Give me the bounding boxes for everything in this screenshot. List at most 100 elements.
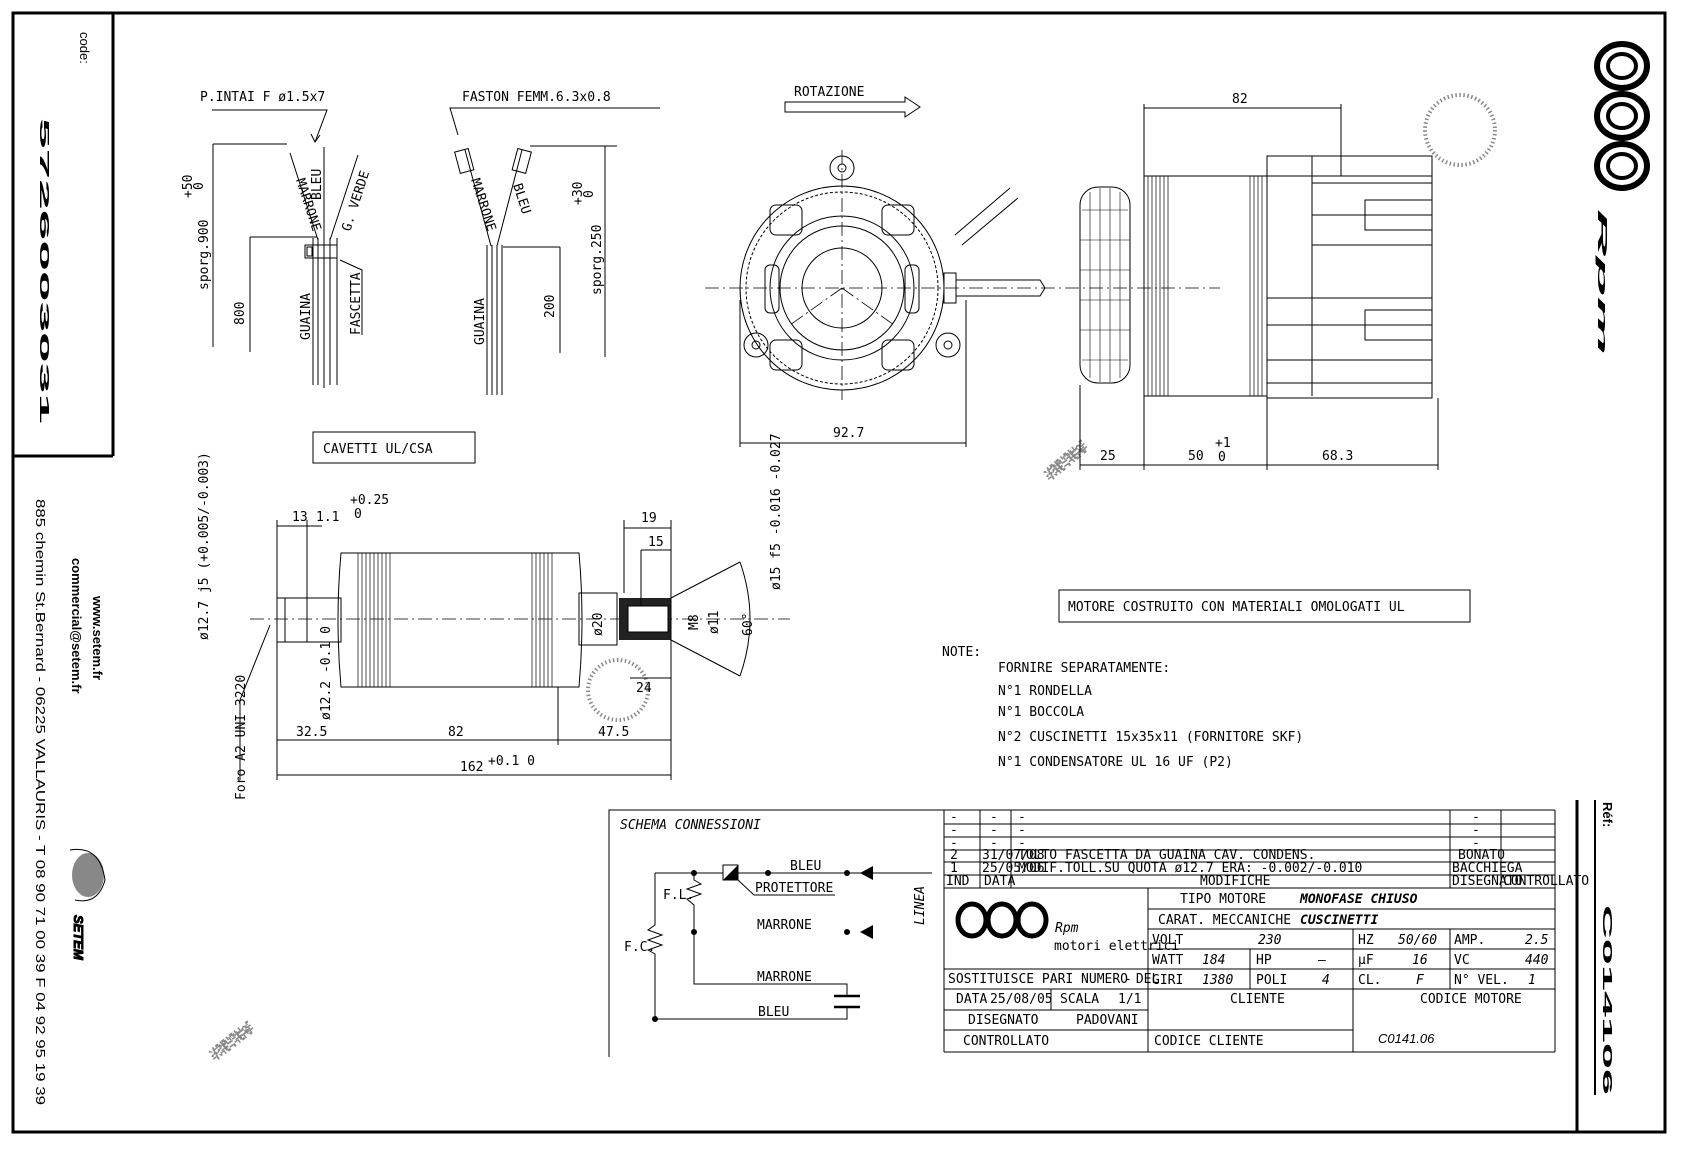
motor-front-view: ROTAZIONE 92.7 — [705, 85, 1220, 447]
rpm-brand: Rpm — [1595, 209, 1610, 357]
rev-ind: 2 — [950, 848, 958, 863]
rev-date: - — [990, 810, 998, 825]
schema-label-linea: LINEA — [913, 886, 928, 925]
terminal-spec-right: FASTON FEMM.6.3x0.8 — [462, 90, 611, 105]
rpm-coils-icon — [955, 901, 1049, 939]
mech-value: CUSCINETTI — [1300, 913, 1378, 928]
sheet-frame — [11, 11, 1667, 1134]
uf-value: 16 — [1412, 953, 1428, 968]
stator-length-dim: 50 — [1188, 449, 1204, 464]
cable-assembly-left: P.INTAI F ø1.5x7 MARRONE BLEU G. VERDE G… — [181, 90, 373, 388]
dim-15: 15 — [648, 535, 664, 550]
dim-82: 82 — [448, 725, 464, 740]
hz-value: 50/60 — [1398, 933, 1437, 948]
wire-label-bleu: BLEU — [310, 169, 325, 200]
rev-desc: - — [1018, 836, 1026, 851]
spec-label: CARAT. MECCANICHE — [1158, 913, 1291, 928]
motor-code-label: CODICE MOTORE — [1420, 992, 1522, 1007]
motor-side-view: 82 25 50 +1 0 68.3 — [1079, 92, 1439, 470]
rev-desc: - — [1018, 810, 1026, 825]
email-link[interactable]: commercial@setem.fr — [69, 558, 84, 694]
drawn-label: DISEGNATO — [968, 1013, 1039, 1028]
rotation-arrow-icon — [784, 96, 921, 118]
reference-label: Réf: C014106 — [1594, 800, 1615, 1095]
scale-value: 1/1 — [1118, 992, 1141, 1007]
setem-bird-logo-icon — [69, 848, 106, 902]
note-item: N°1 RONDELLA — [998, 684, 1092, 699]
col-head-date: DATA — [984, 874, 1015, 889]
ref-code: C014106 — [1600, 905, 1615, 1095]
scale-label: SCALA — [1060, 992, 1099, 1007]
rpm-coils-icon — [1594, 41, 1650, 191]
tolerance-left-plus: +50 — [181, 175, 196, 198]
spec-label: AMP. — [1454, 933, 1485, 948]
shaft-diameter-11: ø11 — [707, 611, 722, 634]
rev-ind: - — [950, 823, 958, 838]
rpm-logo-subtitle: motori elettrici — [1054, 939, 1179, 954]
drawing-info: SOSTITUISCE PARI NUMERO DEL - DATA 25/08… — [948, 972, 1522, 1049]
dim-13: 13 — [292, 510, 308, 525]
spec-label: CL. — [1358, 973, 1381, 988]
note-item: N°2 CUSCINETTI 15x35x11 (FORNITORE SKF) — [998, 730, 1303, 745]
length-left: 800 — [233, 302, 248, 325]
rear-length-dim: 68.3 — [1322, 449, 1353, 464]
rpm-logo-text: Rpm — [1055, 921, 1079, 936]
revision-rows: - - - - - - - - - - - - 2 31/07/08 TOLTO… — [946, 810, 1589, 889]
dim-162: 162 — [460, 760, 483, 775]
spec-label: HZ — [1358, 933, 1374, 948]
svg-text:SETEM: SETEM — [208, 1021, 256, 1063]
stator-tolerance-zero: 0 — [1218, 450, 1226, 465]
ul-notice-box: MOTORE COSTRUITO CON MATERIALI OMOLOGATI… — [1058, 589, 1471, 623]
col-head-drawn: DISEGNATO — [1452, 874, 1523, 889]
cap-length-dim: 25 — [1100, 449, 1116, 464]
title-block: - - - - - - - - - - - - 2 31/07/08 TOLTO… — [943, 809, 1589, 1053]
col-head-checked: CONTROLLATO — [1503, 874, 1589, 889]
spec-label: POLI — [1256, 973, 1287, 988]
thread-spec: M8 — [687, 614, 702, 630]
tolerance-025: +0.25 — [350, 493, 389, 508]
schema-label-marrone-capacitor: MARRONE — [757, 970, 812, 985]
watt-value: 184 — [1202, 953, 1225, 968]
rpm-value: 1380 — [1202, 973, 1233, 988]
volt-value: 230 — [1258, 933, 1282, 948]
dim-24: 24 — [636, 681, 652, 696]
center-hole-spec: Foro A2 UNI 3220 — [234, 675, 249, 800]
wire-label-bleu-right: BLEU — [509, 182, 533, 216]
schema-label-protector: PROTETTORE — [755, 881, 833, 896]
ref-label: Réf: — [1600, 802, 1615, 827]
wire-label-marrone-right: MARRONE — [467, 177, 498, 234]
schema-title: SCHEMA CONNESSIONI — [620, 818, 761, 833]
shaft-diameter-left: ø12.7 j5 (+0.005/-0.003) — [197, 452, 212, 640]
website-link[interactable]: www.setem.fr — [90, 595, 105, 680]
spec-label: GIRI — [1152, 973, 1183, 988]
code-label: code: — [77, 32, 92, 64]
svg-text:SETEM: SETEM — [1043, 440, 1090, 483]
dim-32-5: 32.5 — [296, 725, 327, 740]
rev-desc: - — [1018, 823, 1026, 838]
amp-value: 2.5 — [1525, 933, 1549, 948]
schema-label-fc: F.C. — [624, 940, 655, 955]
rev-date: - — [990, 836, 998, 851]
rev-date: - — [990, 823, 998, 838]
sidebar-contact: www.setem.fr commercial@setem.fr 885 che… — [33, 499, 106, 1105]
schema-label-fl: F.L. — [663, 888, 694, 903]
cable-caption: CAVETTI UL/CSA — [323, 442, 433, 457]
schema-label-bleu-capacitor: BLEU — [758, 1005, 789, 1020]
rotor-shaft-view: 13 1.1 +0.25 0 19 15 ø12.7 j5 (+0.005/-0… — [197, 433, 790, 800]
cable-caption-box: CAVETTI UL/CSA — [312, 431, 476, 464]
cable-assembly-right: FASTON FEMM.6.3x0.8 MARRONE BLEU GUAINA … — [449, 90, 660, 395]
rev-drawn: BACCHIEGA — [1452, 861, 1523, 876]
replaces-value: - — [1124, 972, 1132, 987]
note-item: FORNIRE SEPARATAMENTE: — [998, 661, 1170, 676]
rev-ind: - — [950, 836, 958, 851]
checked-label: CONTROLLATO — [963, 1034, 1049, 1049]
col-head-ind: IND — [946, 874, 970, 889]
spec-label: HP — [1256, 953, 1272, 968]
vc-value: 440 — [1525, 953, 1549, 968]
address-text: 885 chemin St.Bernard - 06225 VALLAURIS … — [33, 499, 48, 1105]
spec-label: TIPO MOTORE — [1180, 892, 1266, 907]
replaces-label: SOSTITUISCE PARI NUMERO DEL — [948, 972, 1159, 987]
setem-brand: SETEM — [71, 915, 86, 961]
